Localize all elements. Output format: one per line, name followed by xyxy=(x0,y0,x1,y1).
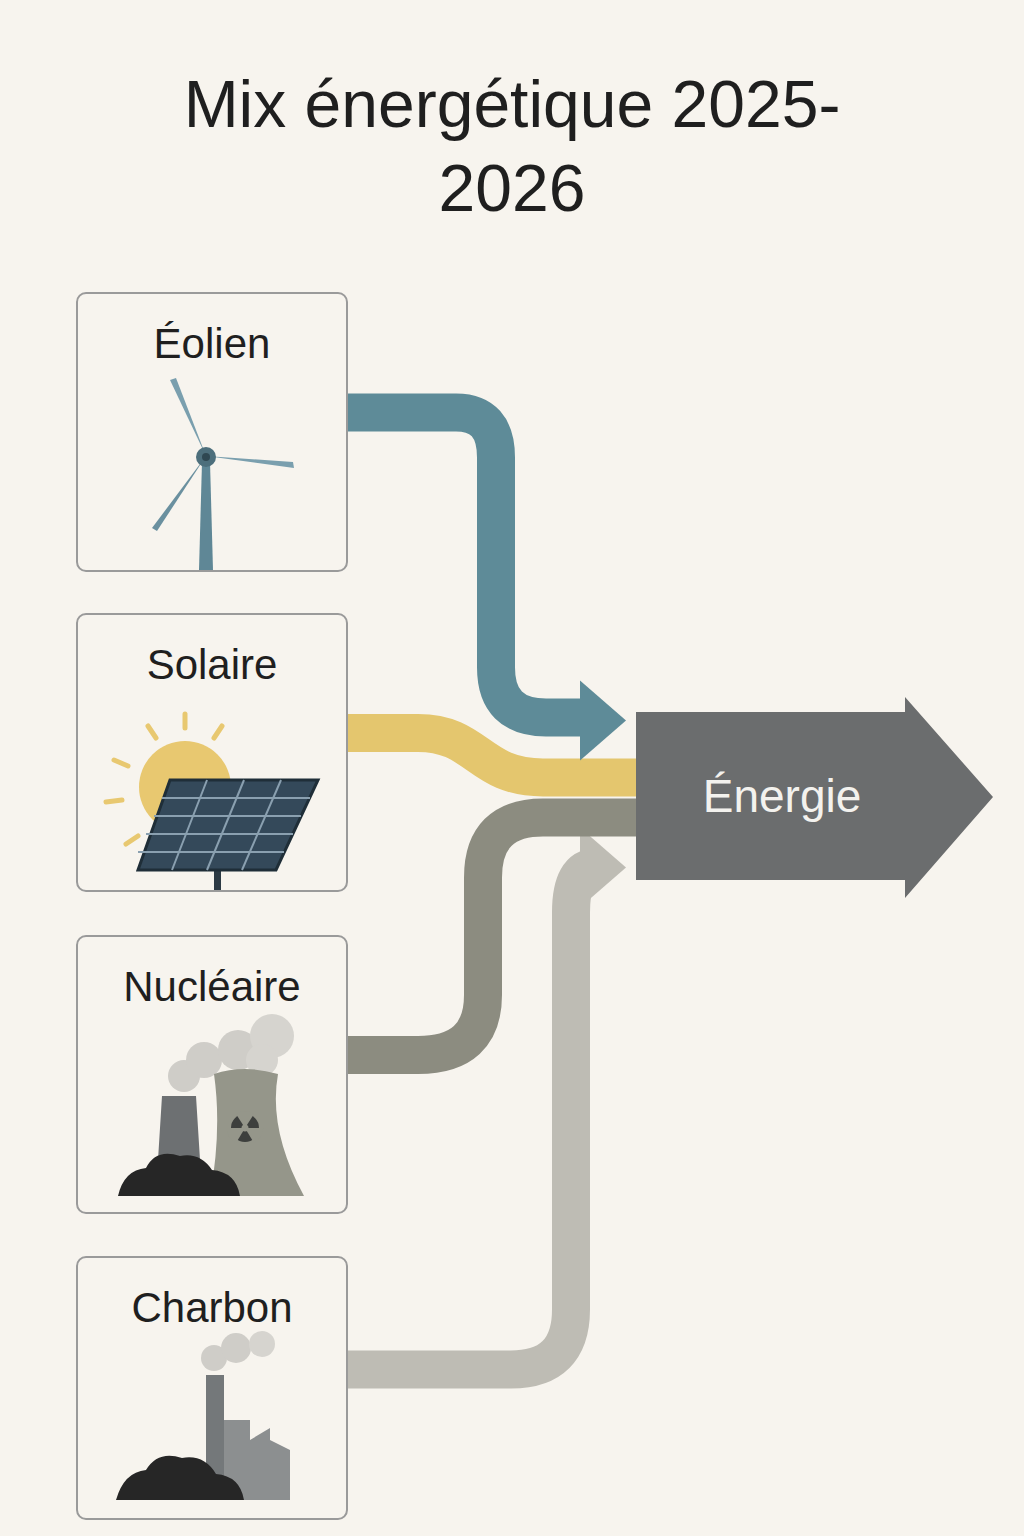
nuclear-plant-icon xyxy=(118,1014,304,1196)
output-label: Énergie xyxy=(636,712,928,880)
flow-band xyxy=(348,412,626,760)
source-label: Solaire xyxy=(78,615,346,689)
flow-band xyxy=(348,818,636,1055)
source-box: Solaire xyxy=(76,613,348,892)
solar-panel-icon xyxy=(106,714,318,890)
diagram-title: Mix énergétique 2025-2026 xyxy=(162,62,862,231)
source-label: Éolien xyxy=(78,294,346,368)
source-label: Charbon xyxy=(78,1258,346,1332)
source-box: Nucléaire xyxy=(76,935,348,1214)
band-path xyxy=(348,412,588,717)
source-box: Éolien xyxy=(76,292,348,572)
source-box: Charbon xyxy=(76,1256,348,1520)
band-path xyxy=(348,818,636,1055)
source-label: Nucléaire xyxy=(78,937,346,1011)
coal-factory-icon xyxy=(116,1331,290,1500)
wind-turbine-icon xyxy=(152,378,294,570)
arrowhead xyxy=(580,681,626,761)
arrowhead xyxy=(580,828,626,908)
arrow-fill xyxy=(636,697,993,898)
output-arrow: Énergie xyxy=(636,697,993,898)
